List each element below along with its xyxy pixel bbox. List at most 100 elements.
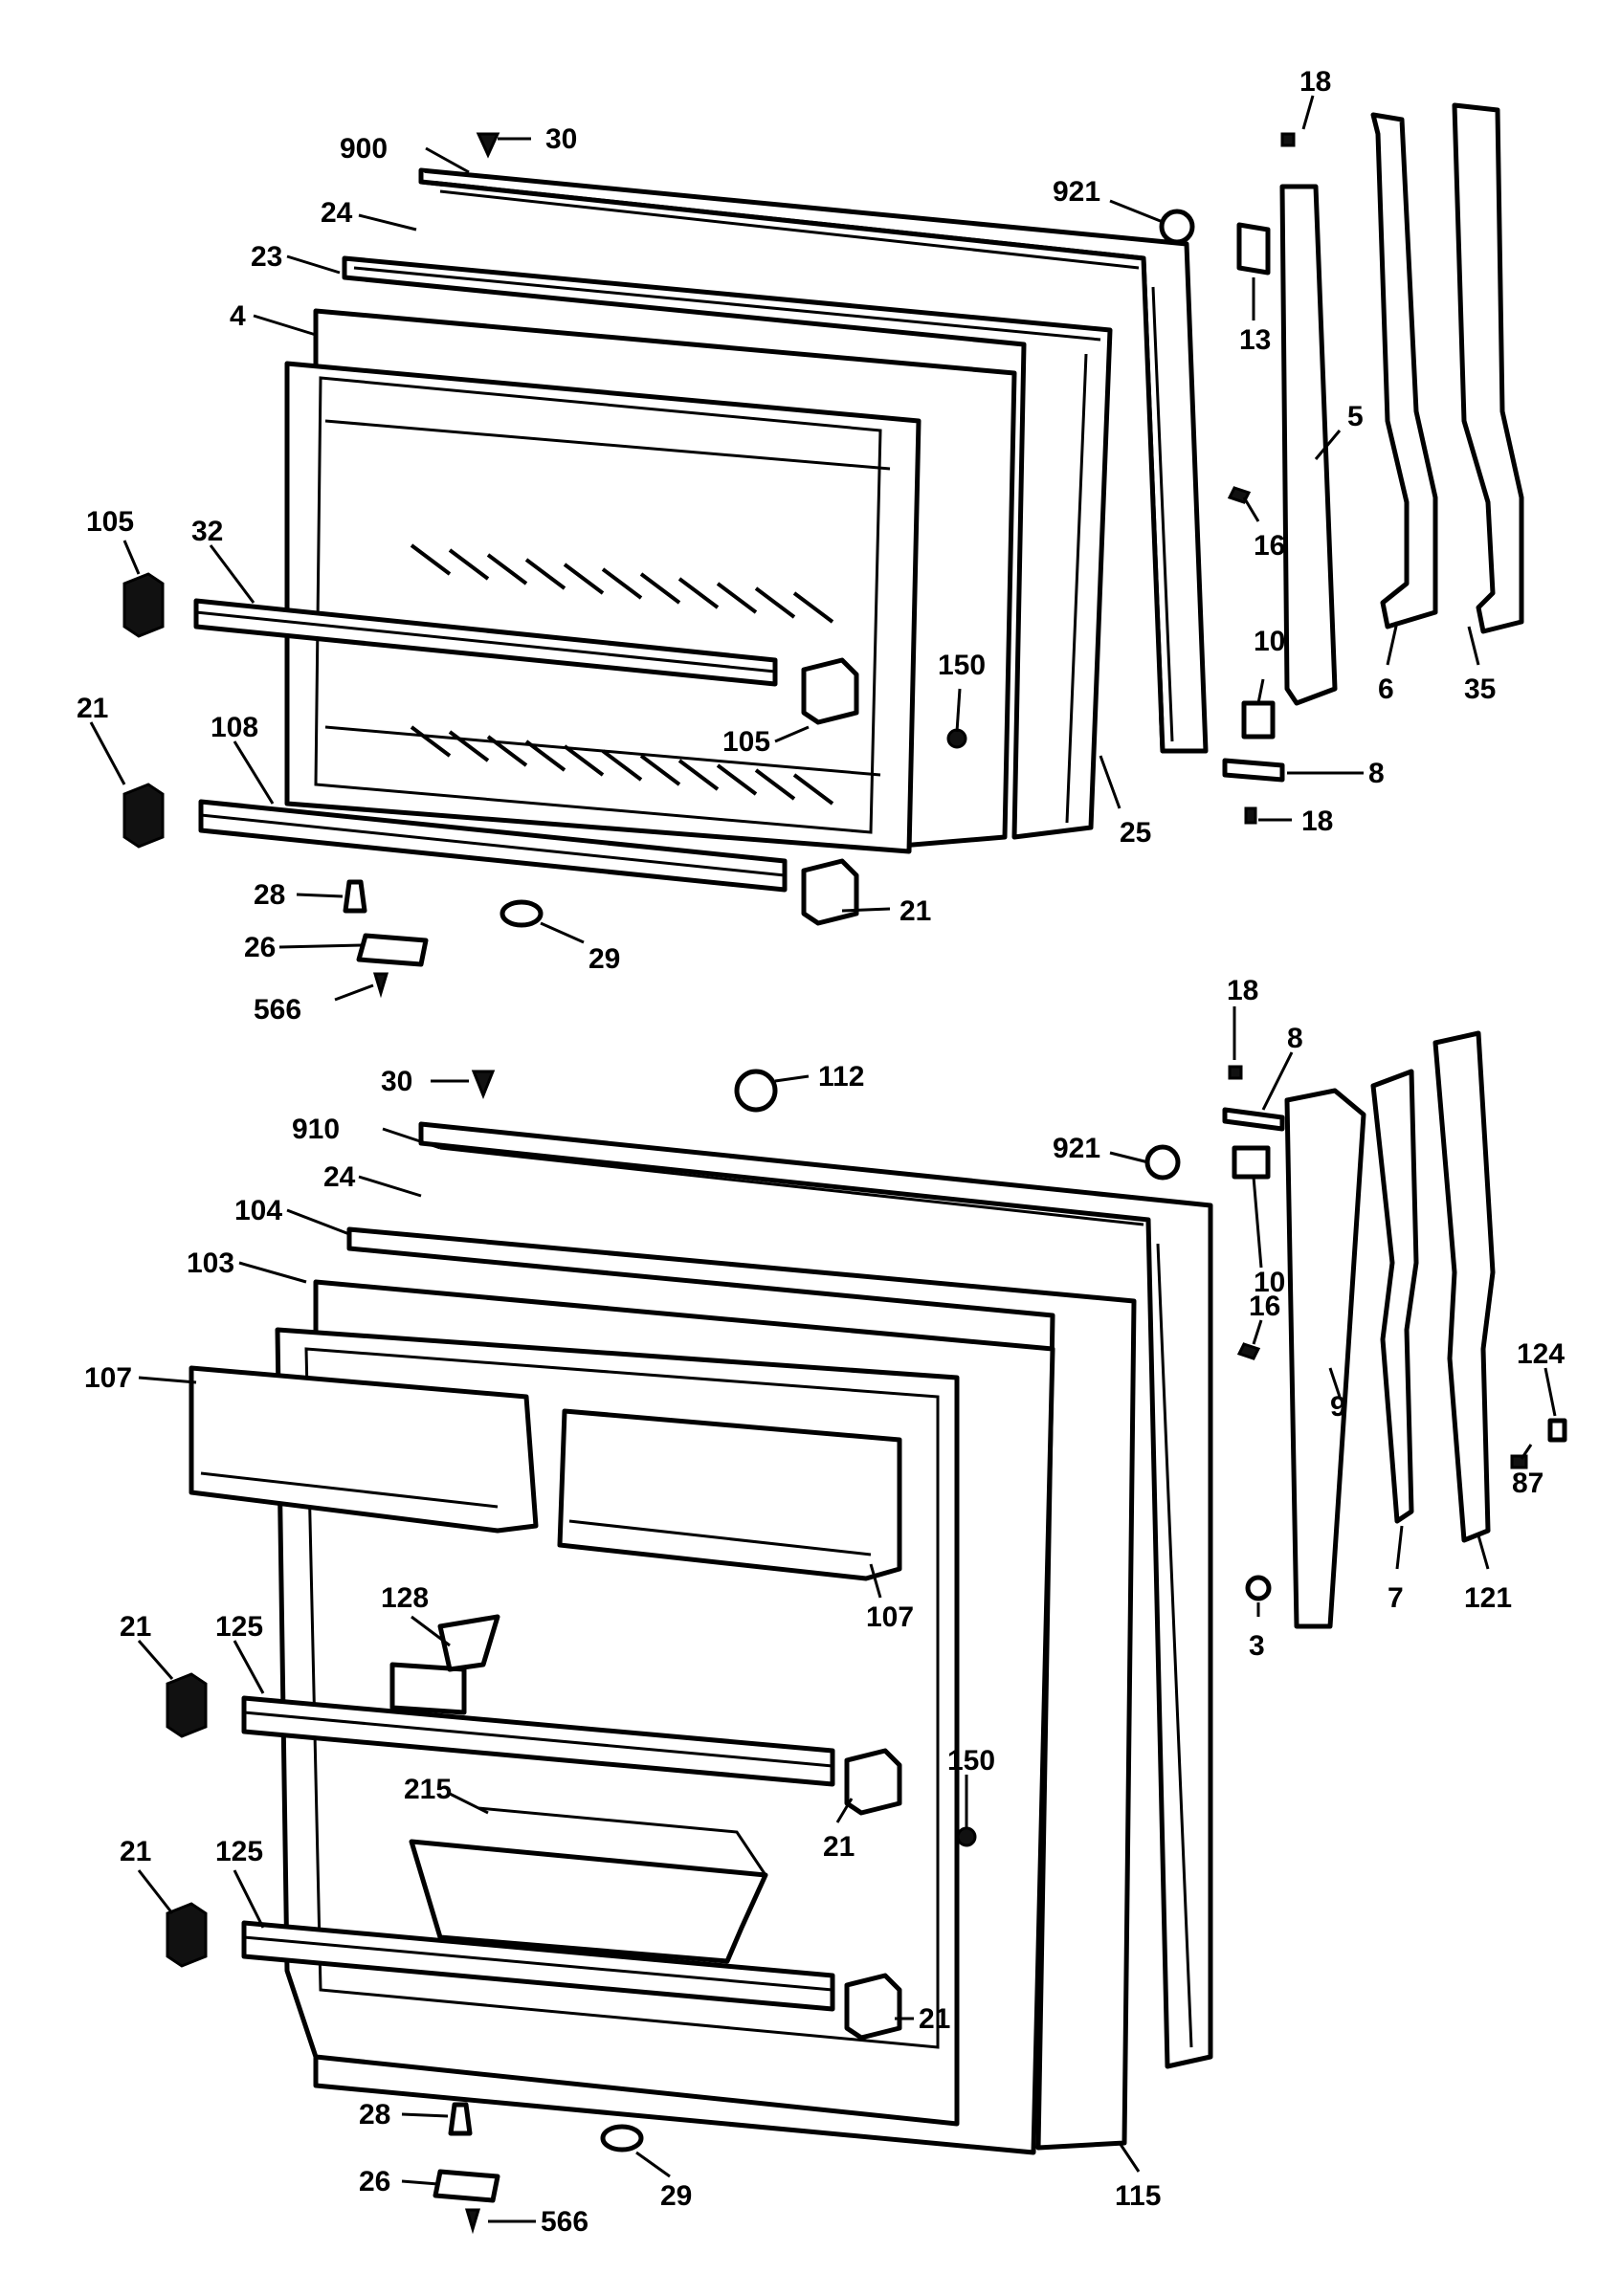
gasket-104 bbox=[346, 1226, 1137, 2151]
door-bin-107-right bbox=[557, 1408, 902, 1581]
callout-l-107: 107 bbox=[84, 1362, 132, 1394]
shelf-bar-125-lower bbox=[241, 1920, 835, 2012]
bar-end-cap-21-right bbox=[801, 858, 859, 926]
callout-l-26: 26 bbox=[359, 2166, 390, 2197]
callout-l-28: 28 bbox=[359, 2099, 390, 2130]
bar-end-cap-105-right bbox=[801, 657, 859, 725]
screw-18-top bbox=[1280, 132, 1296, 147]
callout-30: 30 bbox=[545, 123, 577, 155]
handle-6 bbox=[1370, 112, 1438, 629]
handle-7 bbox=[1370, 1069, 1419, 1524]
lower-door-assembly bbox=[166, 1030, 1567, 2235]
callout-l-107b: 107 bbox=[866, 1601, 914, 1633]
callout-l-104: 104 bbox=[234, 1195, 282, 1226]
callout-150: 150 bbox=[938, 650, 986, 681]
plug-921-lower bbox=[1144, 1144, 1181, 1181]
callout-l-115: 115 bbox=[1115, 2180, 1161, 2212]
callout-10: 10 bbox=[1254, 626, 1285, 657]
callout-21: 21 bbox=[77, 693, 108, 724]
pin-28-lower bbox=[448, 2102, 473, 2136]
screw-30-lower bbox=[471, 1070, 496, 1100]
callout-108: 108 bbox=[211, 712, 258, 743]
hinge-bracket-5 bbox=[1279, 184, 1338, 706]
bar-end-cap-105-left bbox=[122, 572, 165, 638]
handle-35 bbox=[1452, 102, 1524, 634]
callout-28: 28 bbox=[254, 879, 285, 911]
callout-l-87: 87 bbox=[1512, 1468, 1543, 1499]
callout-l-125: 125 bbox=[215, 1611, 263, 1643]
pin-28 bbox=[343, 879, 367, 914]
callout-l-3: 3 bbox=[1249, 1630, 1265, 1662]
dairy-bin-215 bbox=[409, 1839, 768, 1964]
hinge-bracket-9 bbox=[1284, 1088, 1366, 1629]
callout-l-566: 566 bbox=[541, 2206, 588, 2238]
callout-l-8: 8 bbox=[1287, 1023, 1303, 1054]
gasket-23 bbox=[342, 255, 1113, 840]
callout-l-103: 103 bbox=[187, 1247, 234, 1279]
callout-29: 29 bbox=[588, 943, 620, 975]
bar-end-cap-21-lower-right-b bbox=[844, 1973, 902, 2041]
cap-3 bbox=[1245, 1575, 1272, 1601]
callout-l-21: 21 bbox=[120, 1611, 151, 1643]
callout-l-29: 29 bbox=[660, 2180, 692, 2212]
bar-end-cap-21-lower-left-b bbox=[166, 1902, 208, 1968]
callout-l-124: 124 bbox=[1517, 1338, 1565, 1370]
callout-32: 32 bbox=[191, 516, 223, 547]
hinge-plate-26-lower bbox=[433, 2169, 500, 2203]
stop-150 bbox=[946, 728, 967, 749]
callout-24: 24 bbox=[321, 197, 353, 229]
callout-l-112: 112 bbox=[818, 1061, 864, 1093]
callout-l-125b: 125 bbox=[215, 1836, 263, 1867]
callout-labels: 30 18 900 921 24 23 4 13 5 16 105 32 6 3… bbox=[77, 66, 1565, 2238]
callout-l-21c: 21 bbox=[120, 1836, 151, 1867]
clip-124 bbox=[1547, 1418, 1567, 1443]
callout-5: 5 bbox=[1347, 401, 1364, 432]
outer-door-910 bbox=[418, 1121, 1213, 2069]
callout-900: 900 bbox=[340, 133, 388, 165]
callout-l-921: 921 bbox=[1053, 1133, 1100, 1164]
shelf-bar-125-upper bbox=[241, 1695, 835, 1787]
callout-l-910: 910 bbox=[292, 1114, 340, 1145]
bracket-10-lower bbox=[1232, 1145, 1271, 1180]
screw-30 bbox=[476, 132, 500, 159]
callout-18: 18 bbox=[1299, 66, 1331, 98]
callout-8: 8 bbox=[1368, 758, 1385, 789]
callout-13: 13 bbox=[1239, 324, 1271, 356]
callout-16: 16 bbox=[1254, 530, 1285, 562]
shim-13 bbox=[1236, 222, 1271, 276]
hinge-plate-26 bbox=[356, 933, 429, 967]
callout-921: 921 bbox=[1053, 176, 1100, 208]
callout-l-24: 24 bbox=[323, 1161, 356, 1193]
upper-door-assembly bbox=[122, 102, 1524, 999]
bar-end-cap-21-lower-right-a bbox=[844, 1748, 902, 1816]
callout-l-18: 18 bbox=[1227, 975, 1258, 1006]
bar-end-cap-21-lower-left-a bbox=[166, 1672, 208, 1738]
plate-8 bbox=[1222, 758, 1285, 783]
callout-26: 26 bbox=[244, 932, 276, 963]
callout-21b: 21 bbox=[899, 895, 931, 927]
callout-l-128: 128 bbox=[381, 1582, 429, 1614]
screw-16-lower bbox=[1236, 1342, 1261, 1360]
trim-cap-112 bbox=[734, 1069, 778, 1113]
leader-lines bbox=[89, 95, 1557, 2223]
callout-l-30: 30 bbox=[381, 1066, 412, 1097]
callout-6: 6 bbox=[1378, 673, 1394, 705]
callout-l-215: 215 bbox=[404, 1774, 452, 1805]
callout-l-10: 10 bbox=[1254, 1267, 1285, 1298]
callout-l-150: 150 bbox=[947, 1745, 995, 1777]
callout-l-7: 7 bbox=[1388, 1582, 1404, 1614]
callout-l-16: 16 bbox=[1249, 1291, 1280, 1322]
bar-end-cap-21-left bbox=[122, 783, 165, 849]
handle-121 bbox=[1432, 1030, 1496, 1543]
callout-25: 25 bbox=[1120, 817, 1151, 849]
callout-18b: 18 bbox=[1301, 806, 1333, 837]
callout-35: 35 bbox=[1464, 673, 1496, 705]
callout-4: 4 bbox=[230, 300, 246, 332]
screw-566-lower bbox=[464, 2208, 481, 2235]
screw-87 bbox=[1510, 1454, 1528, 1469]
plug-921 bbox=[1159, 209, 1195, 245]
callout-l-21d: 21 bbox=[919, 2003, 950, 2035]
bushing-29-lower bbox=[600, 2124, 644, 2152]
screw-18-lower bbox=[1228, 1065, 1243, 1080]
